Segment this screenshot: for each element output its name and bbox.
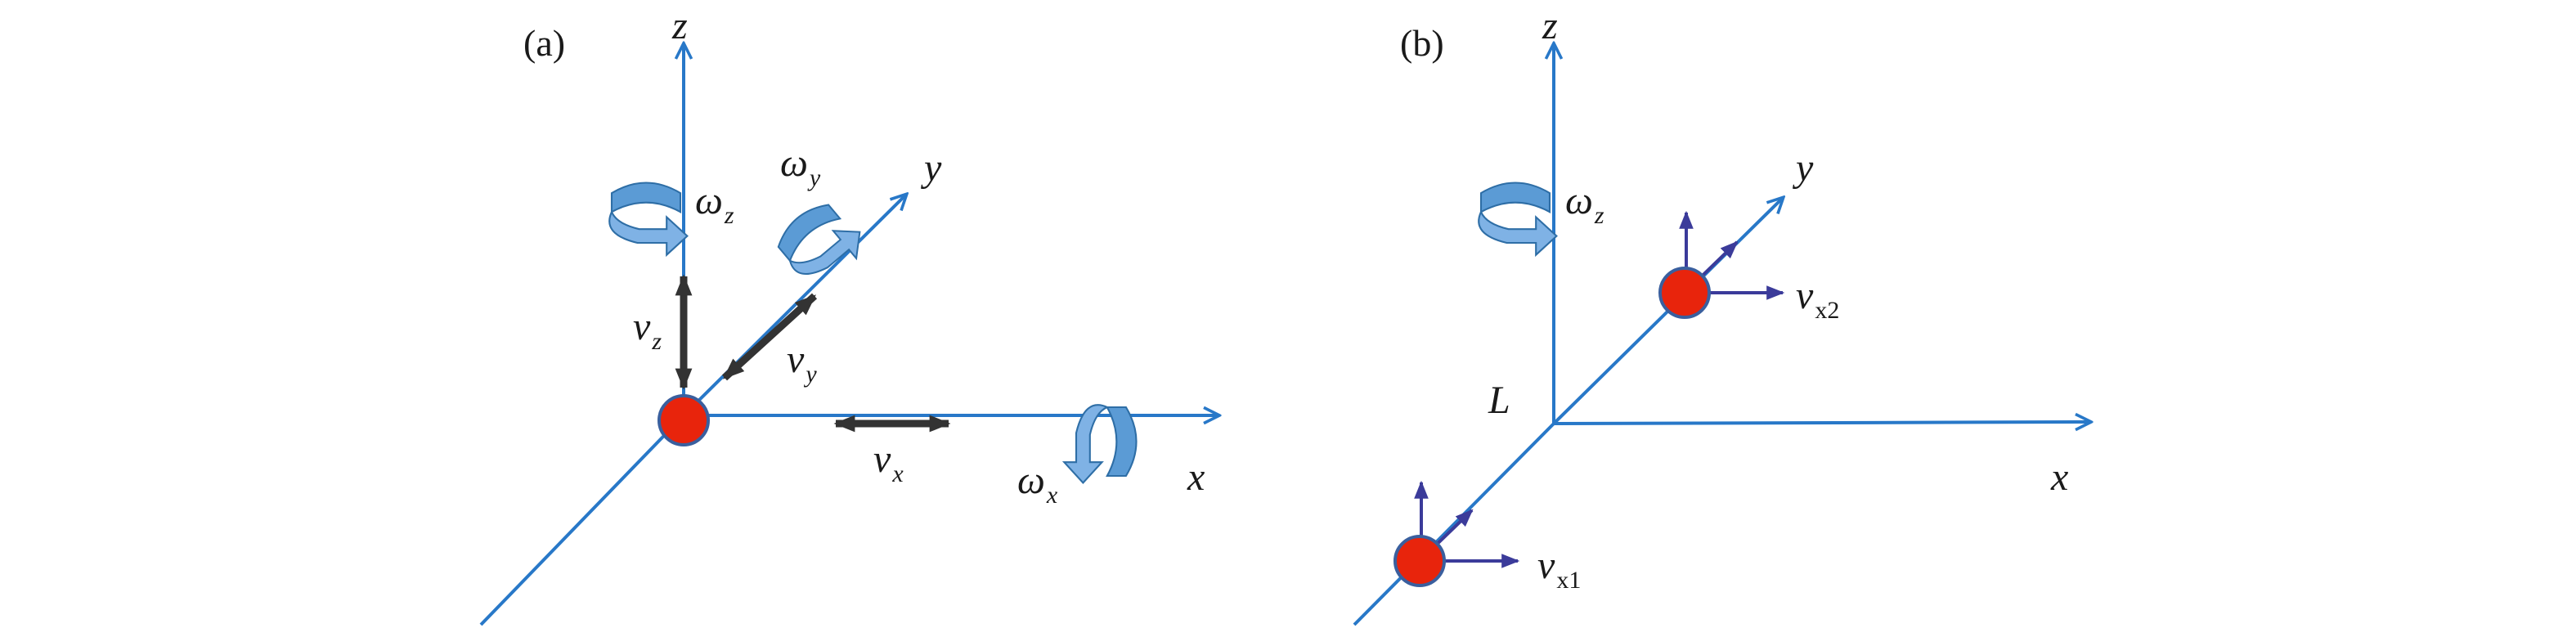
panel-a-label: (a): [523, 22, 566, 64]
axis-y-negative: [1353, 422, 1555, 626]
length-label: L: [1488, 379, 1510, 422]
omega-x-label: ωx: [1017, 461, 1057, 508]
v-x1-subscript: x1: [1556, 567, 1582, 594]
omega-z-subscript: z: [724, 202, 734, 229]
v-x2-label: vx2: [1796, 276, 1839, 323]
omega-z-symbol-b: ω: [1565, 179, 1593, 222]
particle: [657, 394, 710, 446]
v-x-subscript: x: [892, 460, 904, 487]
v-z-symbol: v: [633, 305, 651, 348]
omega-z-label: ωz: [695, 182, 734, 228]
v-x2-subscript: x2: [1815, 297, 1840, 324]
v-y-symbol: v: [787, 338, 805, 381]
v-x-label: vx: [873, 440, 904, 487]
axis-z-label: z: [672, 4, 688, 47]
rotation-arrow-z: [608, 182, 689, 256]
axis-x-label-b: x: [2051, 455, 2069, 499]
axis-y-label: y: [924, 146, 942, 190]
panel-b: [1353, 44, 2090, 626]
omega-x-subscript: x: [1046, 482, 1058, 509]
v-z-label: vz: [633, 307, 662, 354]
omega-y-symbol: ω: [780, 141, 808, 185]
v-y-subscript: y: [806, 361, 817, 388]
axis-x-label: x: [1187, 455, 1205, 499]
axis-y-negative: [479, 414, 685, 626]
omega-z-subscript-b: z: [1594, 202, 1604, 229]
v-y-label: vy: [787, 340, 817, 387]
v-x1-symbol: v: [1537, 544, 1555, 587]
axis-z-label-b: z: [1542, 4, 1558, 47]
v-x1-label: vx1: [1537, 546, 1581, 593]
axis-x: [1553, 422, 2090, 424]
velocity-arrow-y: [721, 293, 818, 381]
rotation-arrow-z: [1478, 182, 1558, 256]
omega-z-symbol: ω: [695, 179, 723, 222]
v-x2-symbol: v: [1796, 274, 1814, 317]
particle-1: [1393, 535, 1446, 587]
omega-z-label-b: ωz: [1565, 182, 1604, 228]
panel-a: [479, 44, 1218, 626]
v-z-subscript: z: [652, 328, 662, 355]
axis-y-label-b: y: [1796, 146, 1814, 190]
omega-y-label: ωy: [780, 144, 820, 191]
omega-x-symbol: ω: [1017, 459, 1045, 502]
omega-y-subscript: y: [809, 164, 821, 191]
particle-2: [1658, 267, 1711, 319]
v-x-symbol: v: [873, 437, 891, 481]
panel-b-label: (b): [1400, 22, 1444, 64]
